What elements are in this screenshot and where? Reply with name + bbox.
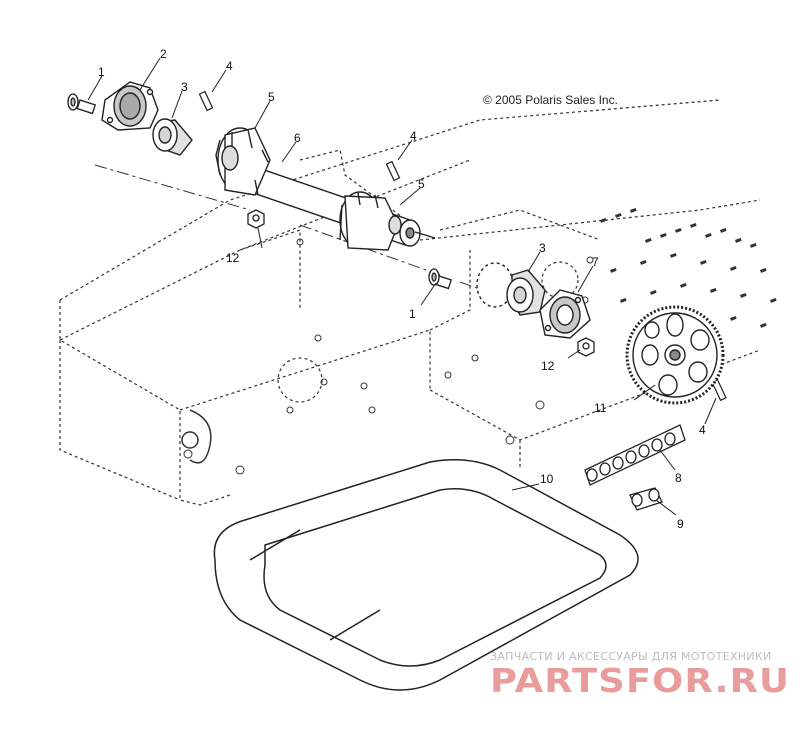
callout-2: 2 — [160, 47, 167, 61]
callouts: 1 2 3 4 5 6 4 5 12 3 7 1 12 11 4 8 10 9 — [98, 47, 706, 531]
part-5-drive-wheel-right — [339, 191, 402, 251]
part-7-flange-right — [539, 289, 591, 339]
part-11-sprocket — [625, 305, 725, 405]
callout-5-a: 5 — [268, 90, 275, 104]
part-9-master-link — [629, 487, 663, 511]
callout-7: 7 — [592, 255, 599, 269]
callout-10: 10 — [540, 472, 554, 486]
part-10-belt — [213, 459, 639, 691]
part-4-pin-b — [385, 160, 401, 182]
track-slots — [600, 207, 777, 328]
copyright-notice: © 2005 Polaris Sales Inc. — [483, 93, 618, 107]
callout-9: 9 — [677, 517, 684, 531]
part-12-nut-right — [577, 337, 595, 357]
watermark-logo: PARTSFOR.RU — [490, 661, 790, 700]
callout-6: 6 — [294, 131, 301, 145]
callout-4-b: 4 — [410, 129, 417, 143]
part-5-drive-wheel-left — [215, 127, 271, 196]
callout-1-right: 1 — [409, 307, 416, 321]
callout-12-left: 12 — [226, 251, 240, 265]
callout-8: 8 — [675, 471, 682, 485]
callout-11: 11 — [594, 401, 607, 415]
callout-4-c: 4 — [699, 423, 706, 437]
callout-4-a: 4 — [226, 59, 233, 73]
part-12-nut-left — [247, 209, 265, 229]
callout-12-right: 12 — [541, 359, 555, 373]
part-2-flange-housing — [101, 81, 159, 131]
watermark-tagline: ЗАПЧАСТИ И АКСЕССУАРЫ ДЛЯ МОТОТЕХНИКИ — [490, 650, 772, 663]
part-1-bolt-left — [67, 93, 97, 115]
part-3-bearing-left — [152, 118, 193, 156]
part-8-chain — [584, 424, 686, 486]
part-4-pin-a — [198, 90, 214, 112]
callout-5-b: 5 — [418, 177, 425, 191]
callout-3-right: 3 — [539, 241, 546, 255]
frame-bracket — [181, 409, 212, 464]
chassis-frame — [59, 99, 761, 506]
part-3-bearing-right — [476, 262, 546, 316]
callout-3-left: 3 — [181, 80, 188, 94]
frame-holes — [183, 238, 594, 475]
callout-1-left: 1 — [98, 65, 105, 79]
part-1-bolt-right — [428, 268, 453, 290]
leader-lines — [87, 57, 717, 516]
